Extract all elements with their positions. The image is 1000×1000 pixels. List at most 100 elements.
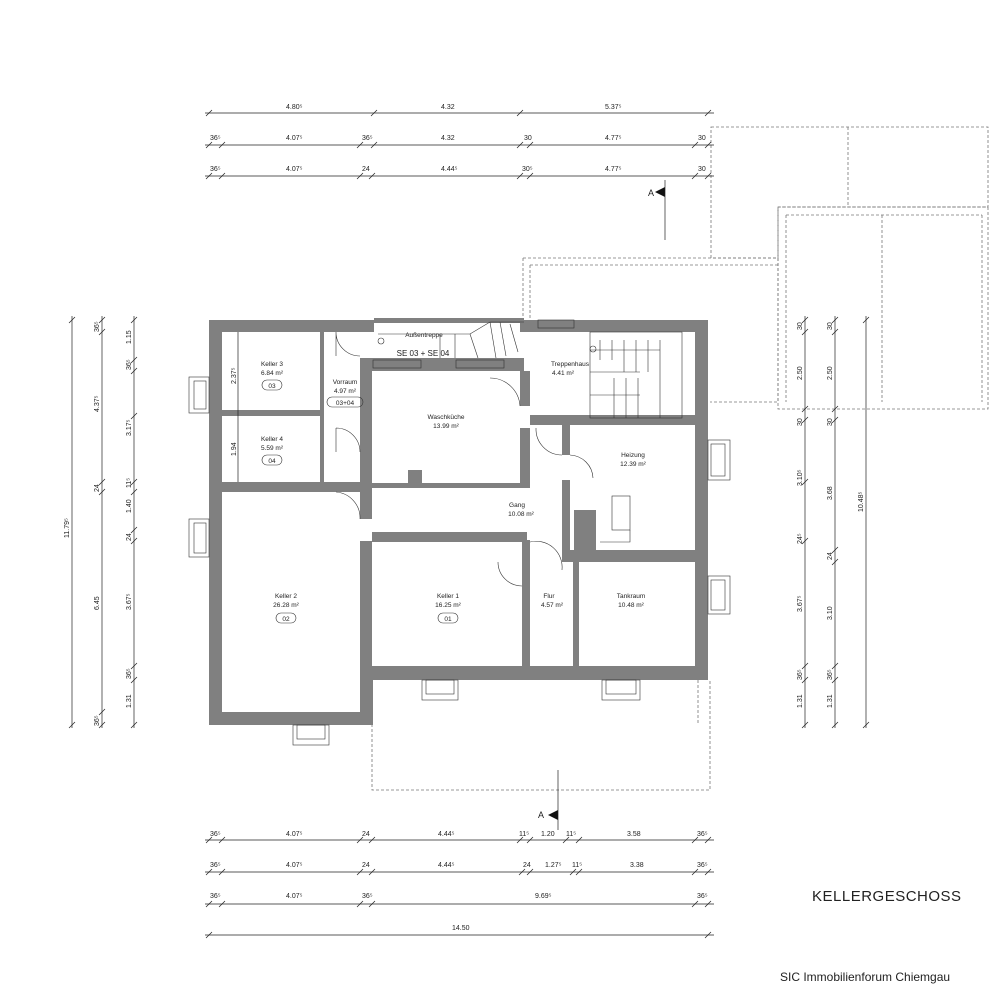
dimension-tick (205, 141, 213, 149)
svg-text:30: 30 (698, 166, 706, 173)
dimension-tick (831, 721, 839, 729)
svg-text:4.07⁵: 4.07⁵ (286, 135, 303, 142)
svg-text:36⁵: 36⁵ (697, 831, 708, 838)
svg-text:36⁵: 36⁵ (210, 893, 221, 900)
dimension-tick (575, 868, 583, 876)
svg-text:4.77⁵: 4.77⁵ (605, 135, 622, 142)
room-keller4-badge: 04 (268, 458, 276, 465)
room-keller4-area: 5.59 m² (261, 445, 284, 452)
dimension-tick (526, 172, 534, 180)
dimension-tick (691, 900, 699, 908)
room-heizung-area: 12.39 m² (620, 461, 646, 468)
room-keller3-area: 6.84 m² (261, 370, 284, 377)
dimension-tick (704, 172, 712, 180)
dimension-tick (130, 662, 138, 670)
dimension-tick (526, 836, 534, 844)
dimension-tick (130, 356, 138, 364)
dimension-tick (368, 172, 376, 180)
dimension-tick (356, 868, 364, 876)
dimension-tick (368, 836, 376, 844)
dims-top: 4.80⁵ 4.32 5.37⁵ 36⁵ 4.07⁵ 36⁵ 4.32 30 4… (210, 104, 706, 173)
svg-text:4.80⁵: 4.80⁵ (286, 104, 303, 111)
boiler (600, 495, 631, 543)
dimension-tick (704, 931, 712, 939)
room-labels: Keller 3 6.84 m² 03 Vorraum 4.97 m² 03+0… (261, 332, 647, 624)
svg-text:3.17⁵: 3.17⁵ (126, 419, 133, 436)
svg-text:4.37⁵: 4.37⁵ (94, 395, 101, 412)
dimension-tick (831, 546, 839, 554)
dimension-tick (205, 172, 213, 180)
dimension-tick (518, 868, 526, 876)
svg-text:3.67⁵: 3.67⁵ (797, 595, 804, 612)
room-tankraum-area: 10.48 m² (618, 602, 644, 609)
dimension-tick (704, 900, 712, 908)
dimension-tick (691, 868, 699, 876)
dimension-tick (801, 316, 809, 324)
dimension-lines (71, 112, 867, 936)
dimension-tick (516, 109, 524, 117)
svg-text:5.37⁵: 5.37⁵ (605, 104, 622, 111)
svg-text:3.58: 3.58 (627, 831, 641, 838)
svg-text:14.50: 14.50 (452, 925, 470, 932)
room-keller1-name: Keller 1 (437, 593, 459, 600)
svg-text:1.27⁵: 1.27⁵ (545, 862, 562, 869)
stair-units: SE 03 + SE 04 (397, 349, 450, 358)
room-keller2-badge: 02 (282, 616, 290, 623)
outside-outlines (371, 126, 989, 791)
room-flur-name: Flur (543, 593, 555, 600)
dimension-tick (98, 721, 106, 729)
svg-text:11⁵: 11⁵ (126, 478, 133, 488)
room-gang-name: Gang (509, 502, 525, 509)
dimension-tick (704, 141, 712, 149)
svg-text:1.31: 1.31 (797, 694, 804, 708)
room-treppenhaus-area: 4.41 m² (552, 370, 575, 377)
svg-text:9.69⁵: 9.69⁵ (535, 893, 552, 900)
svg-text:4.07⁵: 4.07⁵ (286, 893, 303, 900)
dimension-tick (368, 868, 376, 876)
svg-text:24⁵: 24⁵ (797, 533, 804, 544)
doors (335, 331, 594, 587)
dimension-tick (831, 662, 839, 670)
svg-text:30: 30 (797, 322, 804, 330)
svg-text:36⁵: 36⁵ (210, 862, 221, 869)
dimension-tick (516, 172, 524, 180)
dimension-tick (130, 478, 138, 486)
svg-text:A: A (648, 188, 654, 198)
dimension-tick (218, 141, 226, 149)
dimension-tick (68, 721, 76, 729)
svg-text:A: A (538, 810, 544, 820)
dims-right: 30 2.50 30 3.10⁵ 24⁵ 3.67⁵ 36⁵ 1.31 30 2… (797, 322, 865, 708)
dimension-tick (205, 931, 213, 939)
window-wells (188, 319, 731, 746)
svg-text:36⁵: 36⁵ (210, 135, 221, 142)
room-keller1-area: 16.25 m² (435, 602, 461, 609)
walls (209, 318, 708, 725)
svg-text:24: 24 (362, 166, 370, 173)
dimension-tick (130, 412, 138, 420)
room-vorraum-badge: 03+04 (336, 400, 355, 407)
svg-text:1.40: 1.40 (126, 499, 133, 513)
dimension-tick (218, 172, 226, 180)
svg-text:1.15: 1.15 (126, 330, 133, 344)
dimension-tick (205, 109, 213, 117)
dimension-tick (130, 367, 138, 375)
room-flur-area: 4.57 m² (541, 602, 564, 609)
dimension-tick (205, 900, 213, 908)
dimension-tick (356, 141, 364, 149)
dimension-tick (704, 868, 712, 876)
dimension-tick (704, 109, 712, 117)
svg-text:11⁵: 11⁵ (519, 831, 529, 838)
svg-text:36⁵: 36⁵ (94, 321, 101, 332)
dimension-tick (526, 141, 534, 149)
room-heizung-name: Heizung (621, 452, 645, 459)
interior-stairs (589, 331, 683, 419)
svg-text:2.50: 2.50 (797, 366, 804, 380)
svg-text:3.68: 3.68 (827, 486, 834, 500)
dimension-tick (704, 836, 712, 844)
svg-text:30: 30 (797, 418, 804, 426)
room-waschkueche-area: 13.99 m² (433, 423, 459, 430)
section-marker-top: A (648, 180, 666, 240)
svg-text:3.10: 3.10 (827, 606, 834, 620)
dimension-tick (356, 172, 364, 180)
